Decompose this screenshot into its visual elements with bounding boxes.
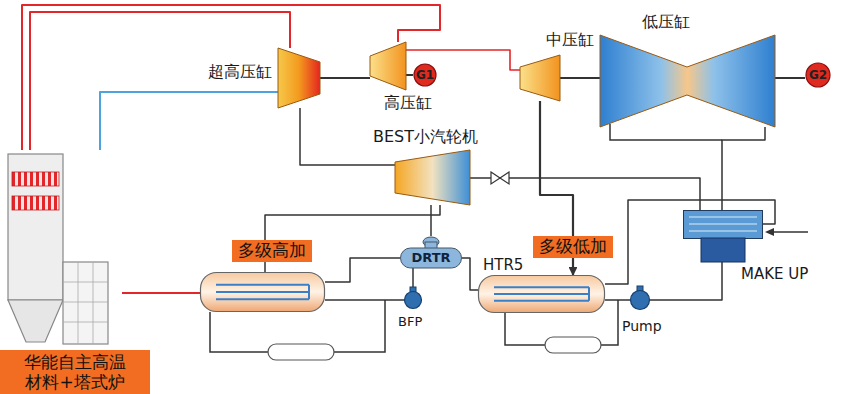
- valve-symbol: [500, 172, 509, 184]
- boiler-hopper: [8, 300, 63, 342]
- pipe-connector: [430, 205, 432, 236]
- pipe-connector: [325, 258, 400, 282]
- heater-tube: [216, 291, 309, 293]
- node-outline: [478, 275, 605, 313]
- return-pipe: [100, 92, 278, 150]
- node-label: BEST小汽轮机: [373, 128, 478, 146]
- valve-symbol: [491, 172, 500, 184]
- deaerator-tank: [401, 248, 462, 268]
- pipe-connector: [462, 258, 478, 290]
- node-label: DRTR: [400, 248, 462, 268]
- generator-circle: [414, 64, 436, 86]
- node-outline: [520, 55, 560, 101]
- circ-node: G1: [413, 63, 437, 87]
- node-outline: [630, 290, 650, 310]
- heater-tube: [308, 285, 310, 299]
- pump-circle: [631, 291, 650, 310]
- pipe-connector: [325, 299, 404, 301]
- turbine-shape: [395, 150, 470, 205]
- boiler-body: [8, 154, 63, 300]
- node-label: BFP: [398, 315, 422, 330]
- pipe-connector: [470, 178, 700, 210]
- duct-grid: [63, 262, 108, 344]
- node-label: 高压缸: [384, 94, 432, 112]
- condenser-tube: [689, 230, 757, 231]
- turbine-shape: [600, 35, 775, 127]
- condenser-hotwell: [701, 238, 745, 262]
- pipe-connector: [722, 127, 765, 210]
- heater-shell: [201, 273, 325, 312]
- turb-node: BEST小汽轮机: [395, 150, 470, 205]
- node-label: MAKE UP: [741, 266, 808, 283]
- node-outline: [600, 35, 775, 127]
- heater-tube: [494, 293, 589, 295]
- pump-circle: [405, 292, 422, 309]
- turbine-shape: [520, 55, 560, 101]
- heat-node: 多级低加HTR5: [478, 275, 605, 313]
- node-outline: [200, 272, 325, 312]
- heater-tube: [494, 300, 589, 302]
- makeup-arrowhead: [765, 228, 774, 236]
- heater-tube: [494, 286, 589, 288]
- generator-circle: [806, 63, 830, 87]
- boiler-duct: [63, 262, 108, 344]
- condenser-tube: [689, 216, 757, 217]
- heading-tag: 多级低加: [533, 236, 613, 258]
- pump-node: Pump: [630, 290, 650, 310]
- circ-node: G2: [805, 62, 831, 88]
- makeup-line: [772, 231, 808, 233]
- node-label: 低压缸: [642, 13, 690, 31]
- node-outline: [395, 150, 470, 205]
- pipe-connector: [605, 299, 630, 301]
- node-label: 超高压缸: [208, 63, 272, 81]
- turb-node: 中压缸: [520, 55, 560, 101]
- heading-tag: 华能自主高温材料+塔式炉: [0, 350, 150, 394]
- exhaust-pipe: [610, 124, 722, 140]
- boiler-node: 华能自主高温材料+塔式炉: [0, 150, 122, 394]
- heater-tube: [588, 287, 590, 301]
- turb-node: 超高压缸: [278, 48, 320, 108]
- node-label: 中压缸: [546, 31, 594, 49]
- node-outline: [278, 48, 320, 108]
- boiler-coil: [12, 196, 59, 210]
- pipe-connector: [560, 77, 600, 79]
- node-label: G1: [413, 63, 437, 87]
- pipe-connector: [775, 77, 805, 79]
- node-outline: [683, 210, 763, 262]
- heat-node: 多级高加: [200, 272, 325, 312]
- pipe-connector: [320, 77, 370, 79]
- node-outline: [370, 42, 406, 90]
- heater-tube: [216, 284, 309, 286]
- bypass-cylinder: [268, 344, 334, 360]
- heater-tube: [216, 298, 309, 300]
- bypass-cylinder: [545, 337, 601, 353]
- turbine-shape: [278, 48, 320, 108]
- cond-node: MAKE UP: [683, 210, 763, 262]
- turb-node: 低压缸: [600, 35, 775, 127]
- pump-node: BFP: [404, 291, 422, 309]
- heading-tag: 多级高加: [232, 240, 312, 262]
- node-label: G2: [805, 62, 831, 88]
- turbine-shape: [370, 42, 406, 90]
- pipe-connector: [650, 262, 722, 300]
- pipe-connector: [406, 74, 413, 76]
- turb-node: 高压缸: [370, 42, 406, 90]
- boiler-coil: [12, 172, 59, 186]
- node-outline: [404, 291, 422, 309]
- condenser-shell: [684, 211, 763, 239]
- node-label: HTR5: [483, 257, 523, 274]
- heater-shell: [479, 276, 605, 313]
- steam-pipe: [30, 12, 290, 150]
- node-label: Pump: [622, 318, 662, 334]
- drtr-node: DRTR: [400, 236, 462, 268]
- steam-pipe: [122, 292, 200, 294]
- condenser-tube: [689, 223, 757, 224]
